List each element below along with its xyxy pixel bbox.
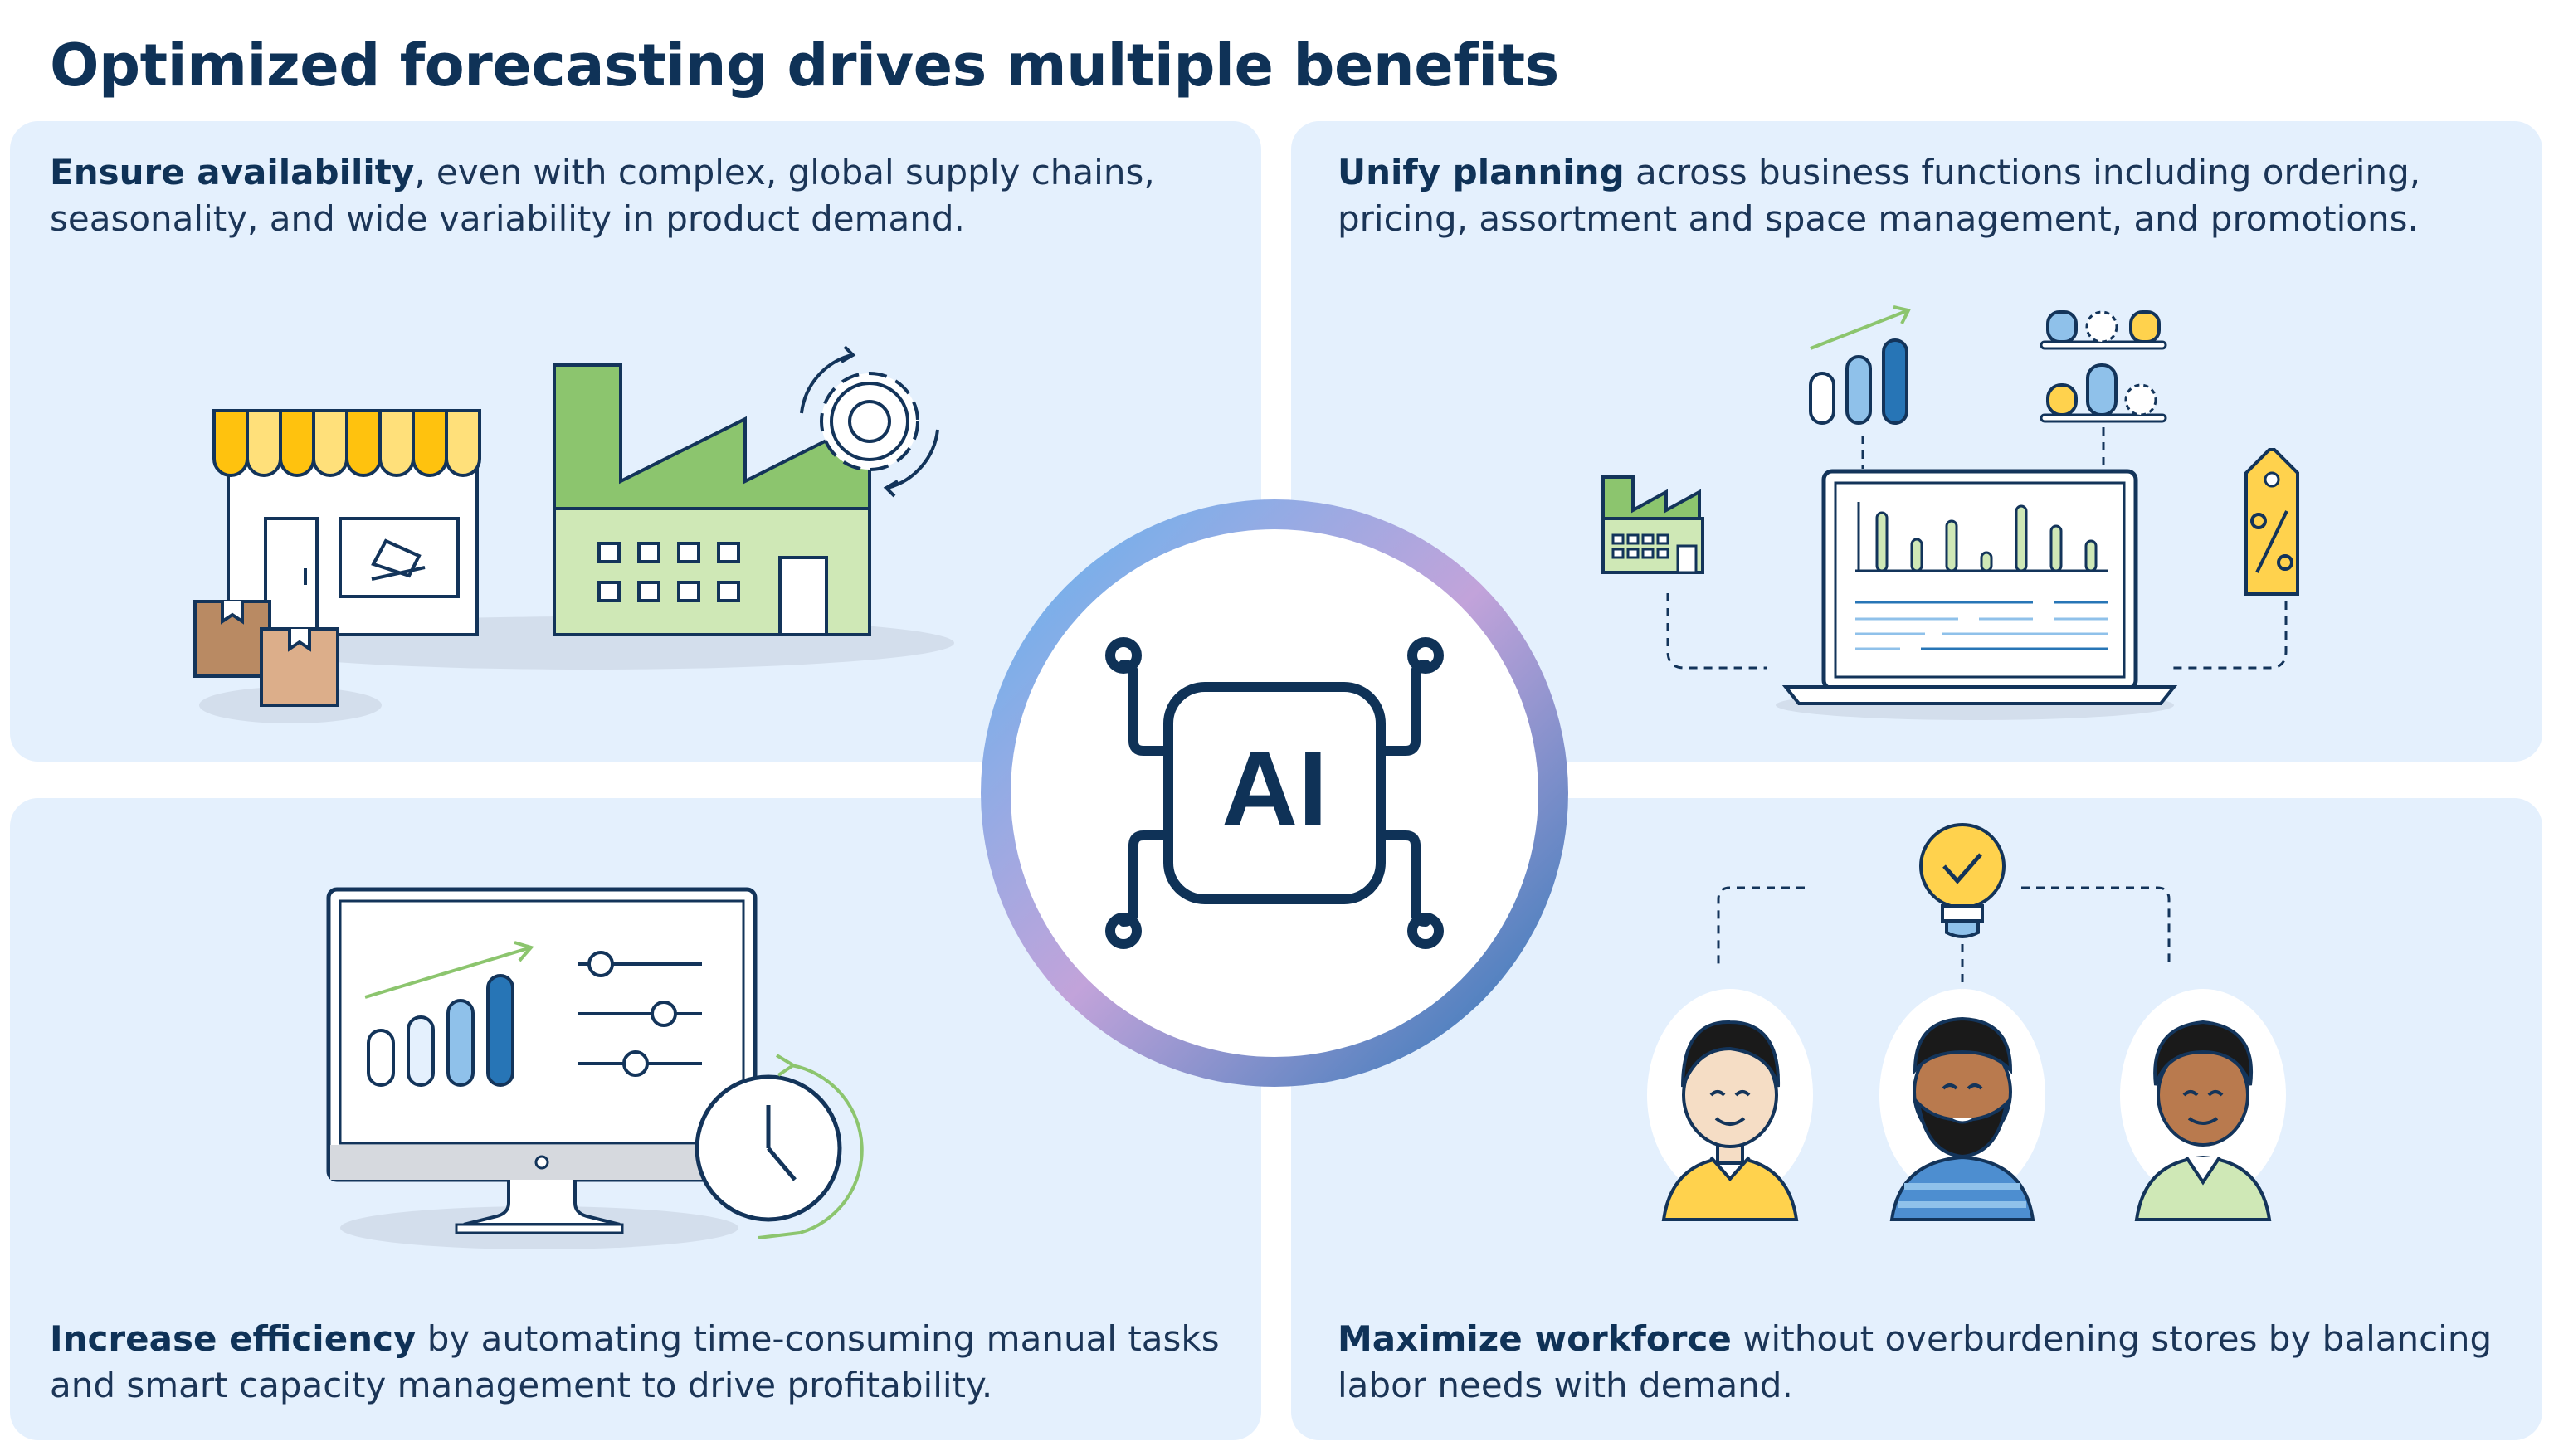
ai-chip-icon xyxy=(1105,637,1444,949)
workforce-heading: Maximize workforce xyxy=(1338,1318,1732,1359)
planning-text: Unify planning across business functions… xyxy=(1338,149,2516,242)
planning-heading: Unify planning xyxy=(1338,152,1625,192)
price-tag-percent-icon xyxy=(2244,448,2299,596)
boxes-icon xyxy=(193,600,339,707)
efficiency-body: by automating time-consuming manual task… xyxy=(50,1318,1220,1405)
workforce-body: without overburdening stores by balancin… xyxy=(1338,1318,2493,1405)
store-factory-illustration xyxy=(193,345,954,723)
planning-body: across business functions including orde… xyxy=(1338,152,2421,239)
page-title: Optimized forecasting drives multiple be… xyxy=(50,32,1559,100)
laptop-chart-icon xyxy=(1781,469,2178,705)
planning-illustration xyxy=(1601,305,2299,720)
factory-icon xyxy=(553,363,871,636)
ai-ring: AI xyxy=(981,499,1568,1087)
workforce-illustration xyxy=(1647,823,2286,1221)
efficiency-illustration xyxy=(326,887,864,1249)
bar-growth-icon xyxy=(1809,305,1911,425)
monitor-dashboard-icon xyxy=(326,887,758,1234)
efficiency-text: Increase efficiency by automating time-c… xyxy=(50,1316,1228,1409)
availability-text: Ensure availability, even with complex, … xyxy=(50,149,1228,242)
people-avatars-icon xyxy=(1647,989,2286,1221)
availability-body: , even with complex, global supply chain… xyxy=(50,152,1155,239)
gear-icon xyxy=(800,345,939,498)
workforce-text: Maximize workforce without overburdening… xyxy=(1338,1316,2516,1409)
shelf-icon xyxy=(2040,310,2167,423)
factory-icon xyxy=(1601,475,1704,574)
ai-label: AI xyxy=(1221,730,1328,849)
availability-heading: Ensure availability xyxy=(50,152,415,192)
efficiency-heading: Increase efficiency xyxy=(50,1318,417,1359)
clock-icon xyxy=(695,1054,864,1239)
lightbulb-check-icon xyxy=(1919,823,2006,938)
